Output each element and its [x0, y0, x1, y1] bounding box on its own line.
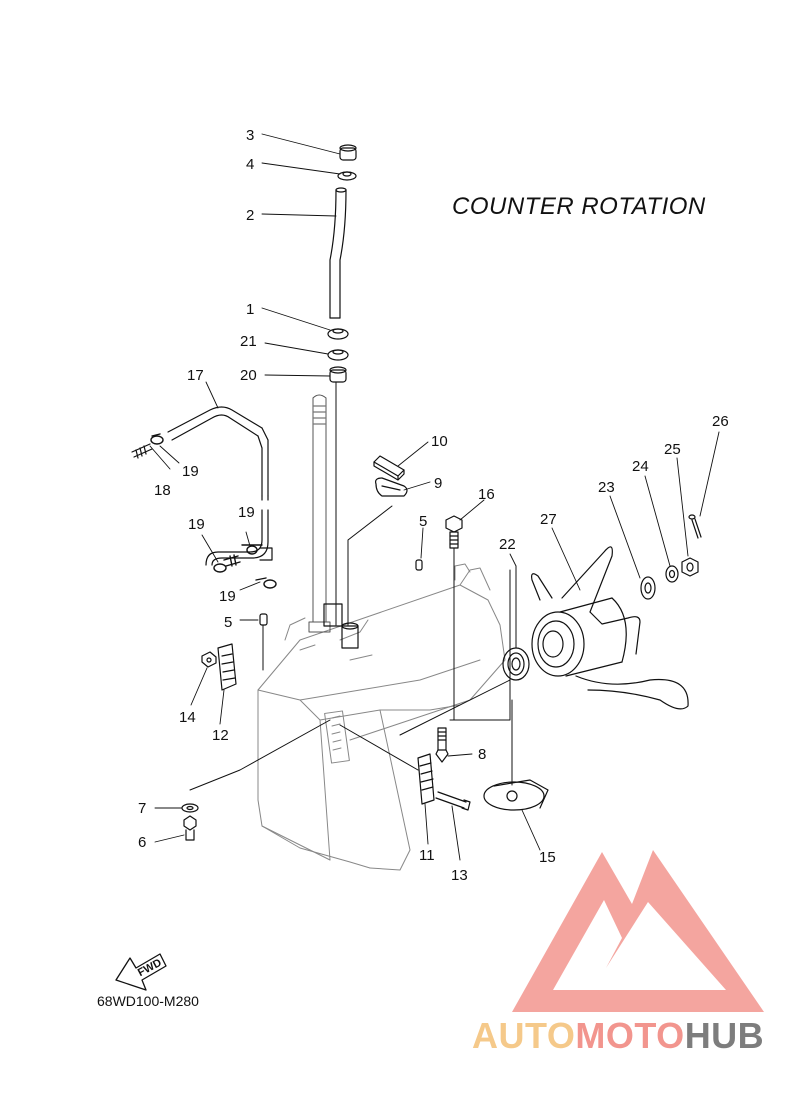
lower-case-housing: [257, 563, 506, 871]
pin-5a: [415, 559, 423, 571]
callout-20: 20: [240, 367, 257, 384]
drive-shaft: [308, 394, 331, 633]
cover-15: [483, 779, 549, 811]
anode-12: [217, 643, 237, 691]
hose-joint-18: [131, 443, 153, 459]
hose-clamp-19a: [150, 433, 164, 445]
callout-21: 21: [240, 333, 257, 350]
callout-25: 25: [664, 441, 681, 458]
callout-9: 9: [434, 475, 442, 492]
plate-10: [373, 455, 405, 481]
callout-10: 10: [431, 433, 448, 450]
callout-23: 23: [598, 479, 615, 496]
callout-22: 22: [499, 536, 516, 553]
bolt-6: [183, 815, 197, 841]
watermark-hub: HUB: [684, 1015, 765, 1056]
callout-numbers: 3 4 2 1 21 20 17 10 9 16 19 18 5 19 19 1…: [138, 127, 729, 884]
callout-8: 8: [478, 746, 486, 763]
bolt-13: [435, 791, 471, 811]
callout-11: 11: [419, 847, 435, 864]
washer-23: [640, 576, 656, 600]
callout-19c: 19: [238, 504, 255, 521]
callout-5b: 5: [224, 614, 232, 631]
nut-25: [681, 557, 699, 577]
grommet-1: [327, 328, 349, 340]
washer-24: [665, 565, 679, 583]
spacer-22: [502, 647, 530, 681]
callout-13: 13: [451, 867, 468, 884]
diagram-heading: COUNTER ROTATION: [452, 193, 706, 220]
callout-27: 27: [540, 511, 557, 528]
callout-15: 15: [539, 849, 556, 866]
callout-5a: 5: [419, 513, 427, 530]
callout-4: 4: [246, 156, 254, 173]
seal-9: [375, 477, 408, 497]
hose-clamp-19c: [241, 544, 263, 555]
callout-16: 16: [478, 486, 495, 503]
callout-19b: 19: [188, 516, 205, 533]
callout-19d: 19: [219, 588, 236, 605]
diagram-code: 68WD100-M280: [97, 993, 199, 1009]
callout-26: 26: [712, 413, 729, 430]
bolt-8: [435, 727, 449, 763]
callout-19a: 19: [182, 463, 199, 480]
callout-3: 3: [246, 127, 254, 144]
pin-5b: [259, 613, 268, 626]
watermark-logo: [512, 850, 764, 1012]
callout-18: 18: [154, 482, 171, 499]
callout-17: 17: [187, 367, 204, 384]
watermark-auto: AUTO: [472, 1015, 576, 1056]
hose-clamp-19b: [213, 554, 241, 573]
bolt-16: [445, 515, 463, 549]
fwd-arrow: [115, 953, 167, 991]
hose-17: [167, 406, 273, 566]
bolt-14: [201, 651, 217, 668]
grommet-21: [327, 349, 349, 361]
trim-tab-11: [417, 753, 435, 805]
callout-14: 14: [179, 709, 196, 726]
watermark-moto: MOTO: [575, 1015, 685, 1056]
propeller-27: [531, 546, 689, 710]
callout-24: 24: [632, 458, 649, 475]
cotter-pin-26: [688, 514, 702, 539]
tube-seat: [323, 603, 343, 627]
watermark-text: AUTOMOTOHUB: [472, 1018, 764, 1054]
water-tube-assembly: [323, 144, 359, 649]
callout-7: 7: [138, 800, 146, 817]
washer-7: [181, 803, 199, 813]
callout-1: 1: [246, 301, 254, 318]
leader-lines: [149, 133, 720, 861]
assembly-guides: [189, 505, 513, 791]
hose-clamp-19d: [255, 577, 277, 589]
callout-12: 12: [212, 727, 229, 744]
callout-2: 2: [246, 207, 254, 224]
callout-6: 6: [138, 834, 146, 851]
